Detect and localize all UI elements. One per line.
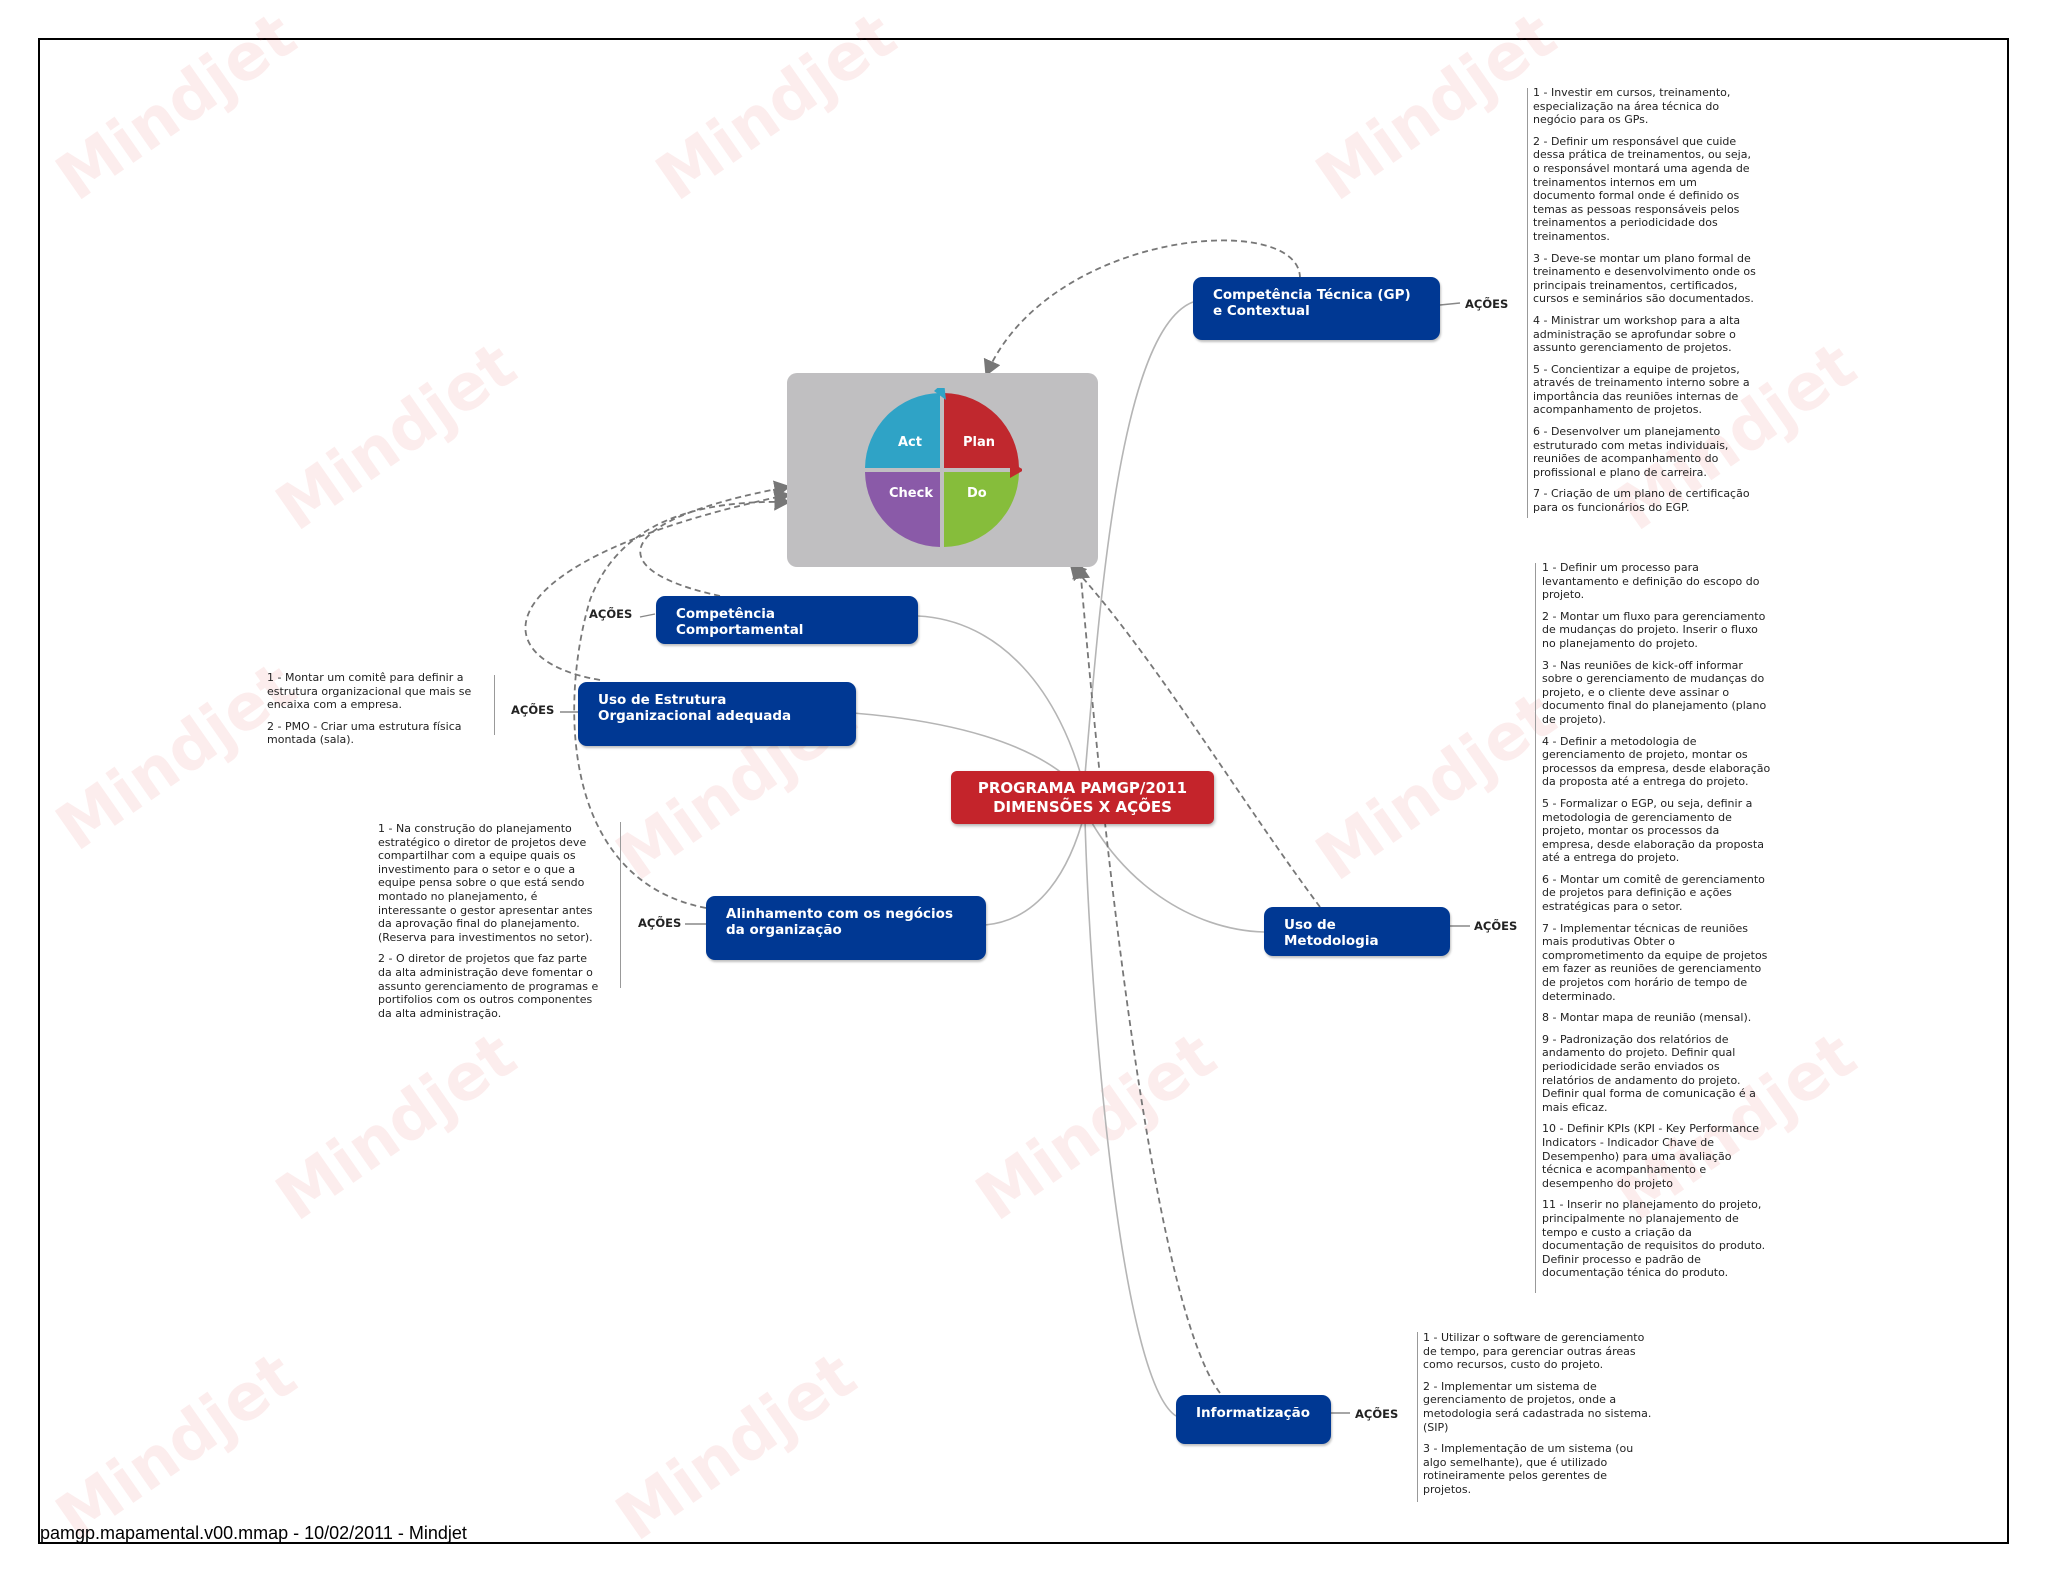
central-topic[interactable]: PROGRAMA PAMGP/2011 DIMENSÕES X AÇÕES xyxy=(951,771,1214,824)
link-comportamental xyxy=(917,615,1086,791)
action-list-informatizacao: 1 - Utilizar o software de gerenciamento… xyxy=(1423,1331,1673,1505)
action-item: 6 - Desenvolver um planejamento estrutur… xyxy=(1533,425,1729,479)
topic-title: Uso de Metodologia xyxy=(1284,917,1379,949)
bracket xyxy=(1535,563,1536,1293)
topic-competencia-comportamental[interactable]: Competência Comportamental xyxy=(656,596,918,644)
action-item: 9 - Padronização dos relatórios de andam… xyxy=(1542,1032,1756,1114)
acoes-link-comportamental xyxy=(639,613,656,618)
action-item: 6 - Montar um comitê de gerenciamento de… xyxy=(1542,872,1765,914)
central-topic-line2: DIMENSÕES X AÇÕES xyxy=(993,798,1172,816)
link-informatizacao xyxy=(1084,819,1177,1417)
acoes-label-alinhamento: AÇÕES xyxy=(638,916,682,930)
pdca-do-label: Do xyxy=(967,486,987,501)
action-item: 11 - Inserir no planejamento do projeto,… xyxy=(1542,1198,1766,1280)
bracket xyxy=(1417,1332,1418,1502)
action-item: 2 - Implementar um sistema de gerenciame… xyxy=(1423,1379,1652,1434)
action-item: 4 - Definir a metodologia de gerenciamen… xyxy=(1542,734,1771,789)
pdca-act-label: Act xyxy=(898,435,922,450)
action-list-alinhamento: 1 - Na construção do planejamento estrat… xyxy=(378,822,623,1028)
acoes-link-tecnica xyxy=(1439,302,1461,306)
action-item: 7 - Criação de um plano de certificação … xyxy=(1533,487,1750,515)
action-item: 2 - O diretor de projetos que faz parte … xyxy=(378,952,599,1020)
topic-alinhamento-negocios[interactable]: Alinhamento com os negócios da organizaç… xyxy=(706,896,986,960)
bracket xyxy=(493,675,495,735)
action-item: 1 - Na construção do planejamento estrat… xyxy=(378,822,593,944)
action-item: 8 - Montar mapa de reunião (mensal). xyxy=(1542,1011,1752,1025)
plan-arrow-icon xyxy=(1010,462,1022,478)
action-item: 5 - Formalizar o EGP, ou seja, definir a… xyxy=(1542,796,1764,865)
act-arrow-icon xyxy=(934,388,946,400)
pdca-plan-label: Plan xyxy=(963,435,996,450)
action-item: 5 - Concientizar a equipe de projetos, a… xyxy=(1533,362,1750,417)
footer-filename: pamgp.mapamental.v00.mmap - 10/02/2011 -… xyxy=(40,1523,467,1543)
pdca-check-label: Check xyxy=(889,486,933,501)
link-metodologia xyxy=(1084,809,1265,933)
action-item: 7 - Implementar técnicas de reuniões mai… xyxy=(1542,921,1768,1003)
bracket xyxy=(619,822,621,988)
topic-competencia-tecnica[interactable]: Competência Técnica (GP) e Contextual xyxy=(1193,277,1440,340)
action-item: 1 - Investir em cursos, treinamento, esp… xyxy=(1533,86,1731,127)
topic-title: Alinhamento com os negócios da organizaç… xyxy=(726,906,953,938)
action-list-estrutura: 1 - Montar um comitê para definir a estr… xyxy=(267,671,492,755)
topic-title: Uso de Estrutura Organizacional adequada xyxy=(598,692,792,724)
action-item: 2 - PMO - Criar uma estrutura física mon… xyxy=(267,719,462,747)
action-item: 2 - Montar um fluxo para gerenciamento d… xyxy=(1542,609,1766,650)
action-item: 1 - Montar um comitê para definir a estr… xyxy=(267,671,472,712)
central-topic-line1: PROGRAMA PAMGP/2011 xyxy=(977,779,1188,797)
acoes-label-informatizacao: AÇÕES xyxy=(1355,1407,1399,1421)
pdca-wheel xyxy=(865,388,1022,547)
action-item: 1 - Definir um processo para levantament… xyxy=(1542,561,1760,602)
action-item: 1 - Utilizar o software de gerenciamento… xyxy=(1423,1331,1645,1372)
pdca-cycle-image: Act Plan Check Do xyxy=(787,373,1098,567)
action-item: 10 - Definir KPIs (KPI - Key Performance… xyxy=(1542,1122,1759,1190)
action-list-tecnica: 1 - Investir em cursos, treinamento, esp… xyxy=(1533,86,1783,523)
link-tecnica xyxy=(1084,301,1194,776)
action-item: 3 - Implementação de um sistema (ou algo… xyxy=(1423,1442,1634,1496)
dashed-metodologia xyxy=(1069,563,1321,908)
topic-title: Competência Comportamental xyxy=(676,606,804,638)
bracket xyxy=(1527,88,1528,518)
dashed-comportamental xyxy=(639,480,791,597)
page-frame xyxy=(38,38,2009,1544)
acoes-label-comportamental: AÇÕES xyxy=(589,607,633,621)
plan-quadrant xyxy=(944,393,1019,468)
dashed-tecnica xyxy=(983,239,1301,377)
action-item: 2 - Definir um responsável que cuide des… xyxy=(1533,134,1751,243)
action-item: 3 - Deve-se montar um plano formal de tr… xyxy=(1533,251,1756,306)
action-list-metodologia: 1 - Definir um processo para levantament… xyxy=(1542,561,1792,1288)
topic-uso-metodologia[interactable]: Uso de Metodologia xyxy=(1264,907,1450,956)
topic-title: Competência Técnica (GP) e Contextual xyxy=(1213,287,1411,319)
acoes-label-estrutura: AÇÕES xyxy=(511,703,555,717)
act-quadrant xyxy=(865,393,940,468)
acoes-label-metodologia: AÇÕES xyxy=(1474,919,1518,933)
topic-informatizacao[interactable]: Informatização xyxy=(1176,1395,1331,1444)
action-item: 3 - Nas reuniões de kick-off informar so… xyxy=(1542,658,1767,726)
dashed-estrutura xyxy=(524,488,791,681)
do-quadrant xyxy=(944,472,1019,547)
topic-estrutura-organizacional[interactable]: Uso de Estrutura Organizacional adequada xyxy=(578,682,856,746)
link-alinhamento xyxy=(984,811,1086,926)
acoes-label-tecnica: AÇÕES xyxy=(1465,297,1509,311)
action-item: 4 - Ministrar um workshop para a alta ad… xyxy=(1533,313,1741,355)
topic-title: Informatização xyxy=(1196,1405,1311,1421)
check-quadrant xyxy=(865,472,940,547)
dashed-informatizacao xyxy=(1072,562,1221,1394)
